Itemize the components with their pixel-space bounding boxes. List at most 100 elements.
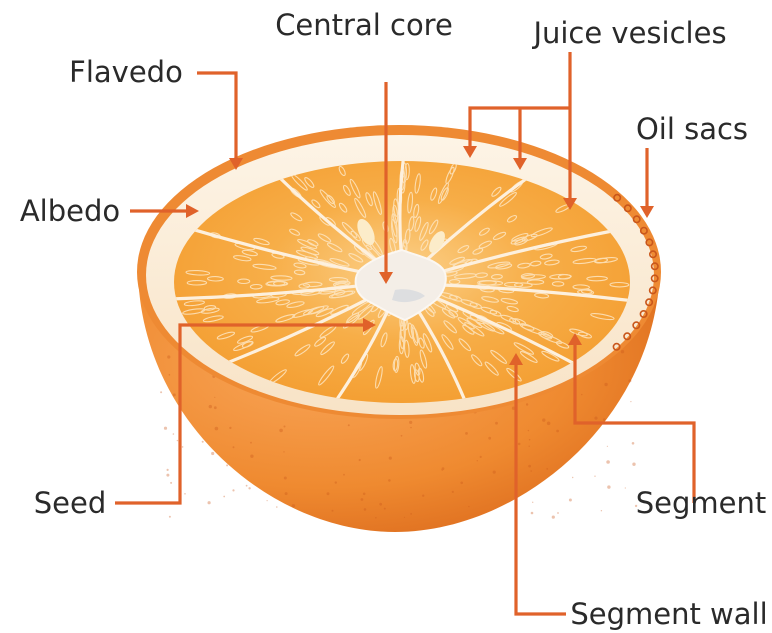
peel-pore xyxy=(177,440,178,441)
peel-pore xyxy=(480,456,482,458)
peel-pore xyxy=(601,510,602,511)
peel-pore xyxy=(468,506,469,507)
peel-pore xyxy=(547,422,551,426)
peel-pore xyxy=(552,516,555,519)
peel-pore xyxy=(409,421,412,424)
flavedo-label: Flavedo xyxy=(69,55,183,89)
peel-pore xyxy=(170,482,172,484)
peel-pore xyxy=(632,442,635,445)
peel-pore xyxy=(389,457,392,460)
peel-pore xyxy=(529,439,531,441)
peel-pore xyxy=(167,469,169,471)
peel-pore xyxy=(493,471,496,474)
segment-label: Segment xyxy=(636,486,767,520)
peel-pore xyxy=(488,437,491,440)
peel-pore xyxy=(167,355,170,358)
peel-pore xyxy=(529,446,530,447)
peel-pore xyxy=(607,446,608,447)
peel-pore xyxy=(250,442,252,444)
peel-pore xyxy=(594,476,595,477)
peel-pore xyxy=(173,393,176,396)
peel-pore xyxy=(531,512,534,515)
peel-pore xyxy=(594,417,597,420)
peel-pore xyxy=(632,463,635,466)
peel-pore xyxy=(332,510,334,512)
peel-pore xyxy=(232,489,234,491)
peel-pore xyxy=(401,435,403,437)
peel-pore xyxy=(214,406,217,409)
peel-pore xyxy=(284,426,286,428)
peel-pore xyxy=(528,465,531,468)
peel-pore xyxy=(211,452,214,455)
peel-pore xyxy=(542,418,545,421)
peel-pore xyxy=(361,498,364,501)
peel-pore xyxy=(335,481,337,483)
oil-sacs-label: Oil sacs xyxy=(636,112,748,146)
peel-pore xyxy=(604,383,607,386)
peel-pore xyxy=(606,460,610,464)
peel-pore xyxy=(410,427,412,429)
peel-pore xyxy=(223,496,225,498)
peel-pore xyxy=(246,485,248,487)
peel-pore xyxy=(441,469,443,471)
peel-pore xyxy=(526,403,528,405)
peel-pore xyxy=(202,441,204,443)
seed-label: Seed xyxy=(34,486,107,520)
peel-pore xyxy=(388,479,391,482)
peel-pore xyxy=(607,485,610,488)
peel-pore xyxy=(348,424,350,426)
peel-pore xyxy=(625,487,626,488)
peel-pore xyxy=(284,477,287,480)
peel-pore xyxy=(173,433,175,435)
peel-pore xyxy=(283,451,284,452)
peel-pore xyxy=(621,350,624,353)
peel-pore xyxy=(465,432,468,435)
juice-vesicles-label: Juice vesicles xyxy=(531,16,726,50)
peel-pore xyxy=(276,506,278,508)
central-core-label: Central core xyxy=(275,8,453,42)
peel-pore xyxy=(530,470,532,472)
peel-pore xyxy=(250,455,253,458)
peel-pore xyxy=(292,504,295,507)
peel-pore xyxy=(359,459,361,461)
peel-pore xyxy=(384,508,386,510)
peel-pore xyxy=(164,427,167,430)
peel-pore xyxy=(343,474,345,476)
peel-pore xyxy=(532,502,533,503)
peel-pore xyxy=(182,446,184,448)
peel-pore xyxy=(628,379,631,382)
peel-pore xyxy=(166,474,169,477)
peel-pore xyxy=(452,491,454,493)
peel-pore xyxy=(422,495,424,497)
peel-pore xyxy=(603,418,606,421)
peel-pore xyxy=(364,508,367,511)
peel-pore xyxy=(327,492,330,495)
peel-pore xyxy=(379,503,382,506)
peel-pore xyxy=(215,427,219,431)
segment-wall-label: Segment wall xyxy=(570,597,767,631)
peel-pore xyxy=(214,397,215,398)
peel-pore xyxy=(404,517,405,518)
peel-pore xyxy=(460,482,463,485)
peel-pore xyxy=(630,401,631,402)
peel-pore xyxy=(495,422,498,425)
peel-pore xyxy=(410,513,412,515)
peel-pore xyxy=(528,430,530,432)
flavedo-leader xyxy=(197,73,236,160)
peel-pore xyxy=(248,487,250,489)
peel-pore xyxy=(279,429,283,433)
oil-sacs-arrowhead xyxy=(640,206,654,218)
peel-pore xyxy=(556,430,559,433)
peel-pore xyxy=(229,427,231,429)
peel-pore xyxy=(184,493,186,495)
peel-pore xyxy=(569,499,572,502)
albedo-label: Albedo xyxy=(20,194,120,228)
peel-pore xyxy=(581,394,582,395)
peel-pore xyxy=(169,374,171,376)
peel-pore xyxy=(160,391,162,393)
peel-pore xyxy=(572,477,573,478)
peel-pore xyxy=(363,493,366,496)
peel-pore xyxy=(267,500,268,501)
